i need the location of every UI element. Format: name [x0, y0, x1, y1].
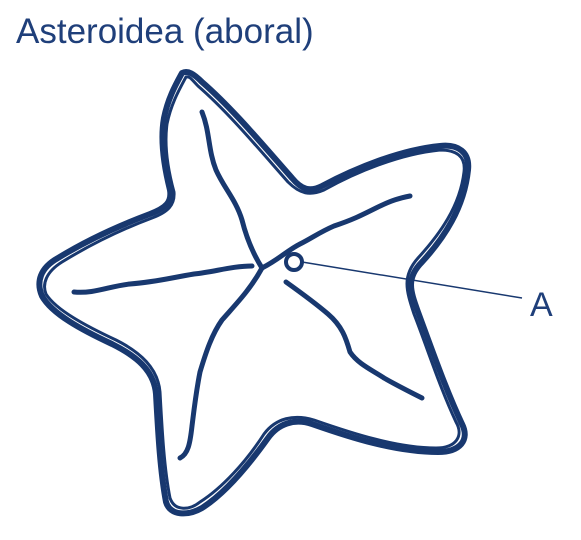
starfish-outline [36, 69, 472, 517]
label-a: A [530, 286, 553, 324]
groove-upper-arm [199, 109, 265, 271]
groove-lower-right-arm [283, 279, 425, 401]
radial-grooves [71, 109, 425, 461]
groove-upper-right-arm [259, 193, 413, 271]
diagram-title: Asteroidea (aboral) [16, 12, 314, 51]
groove-lower-left-arm [177, 265, 265, 461]
label-a-leader-line [301, 261, 523, 299]
groove-left-arm [71, 263, 255, 295]
madreporite [284, 252, 304, 272]
